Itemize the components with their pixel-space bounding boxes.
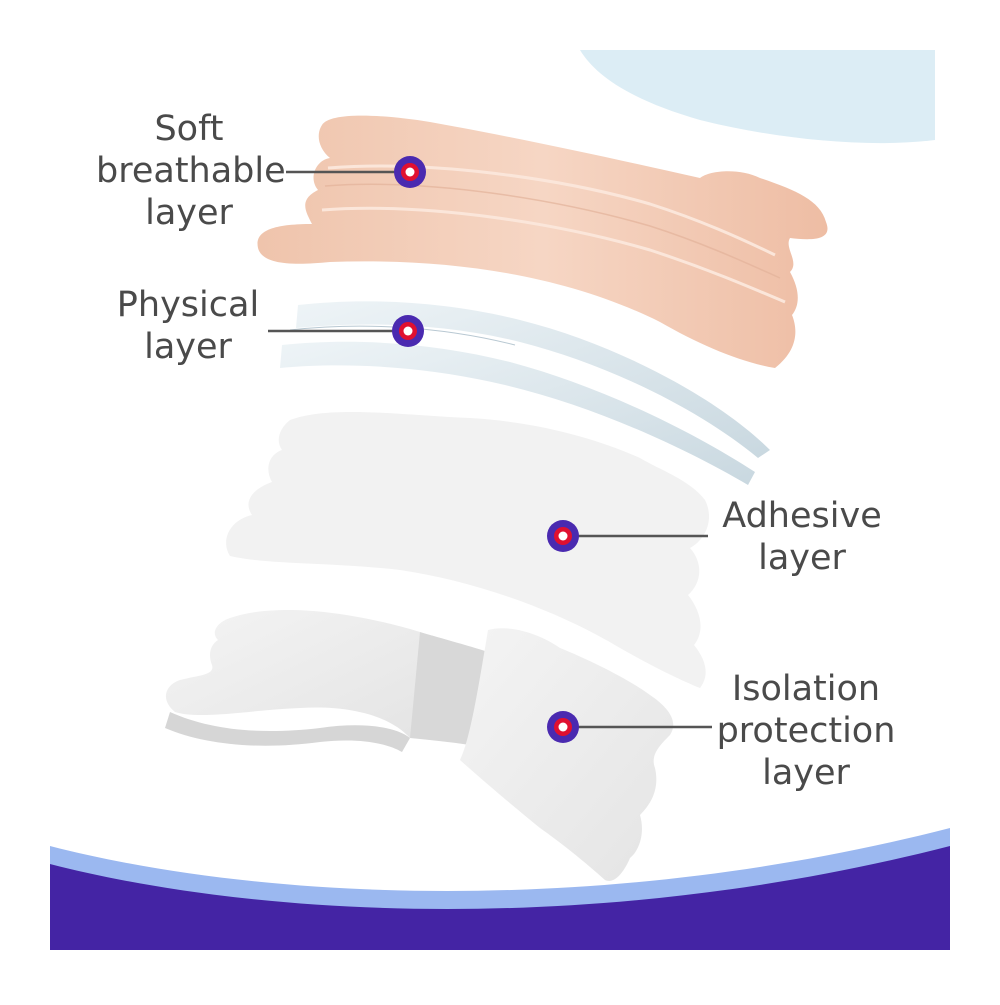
marker-physical: [392, 315, 424, 347]
label-line: breathable: [96, 151, 286, 191]
corner-shape: [580, 50, 935, 144]
leader-lines: [268, 170, 712, 729]
label-line: protection: [716, 711, 896, 751]
label-line: Adhesive: [722, 496, 882, 536]
marker-adhesive: [547, 520, 579, 552]
marker-isolation: [547, 711, 579, 743]
label-line: Physical: [116, 285, 260, 325]
label-physical-layer: Physical layer: [108, 284, 268, 368]
adhesive-layer-shape: [226, 411, 710, 688]
marker-soft: [394, 156, 426, 188]
label-line: layer: [762, 753, 850, 793]
label-line: layer: [145, 193, 233, 233]
label-line: layer: [758, 538, 846, 578]
label-line: Soft: [154, 109, 224, 149]
label-soft-breathable-layer: Soft breathable layer: [96, 108, 286, 234]
label-isolation-protection-layer: Isolation protection layer: [716, 668, 896, 794]
label-line: Isolation: [731, 669, 881, 709]
label-line: layer: [144, 327, 232, 367]
isolation-layer-shape: [165, 609, 674, 881]
label-adhesive-layer: Adhesive layer: [714, 495, 890, 579]
bottom-band-dark: [50, 846, 950, 950]
